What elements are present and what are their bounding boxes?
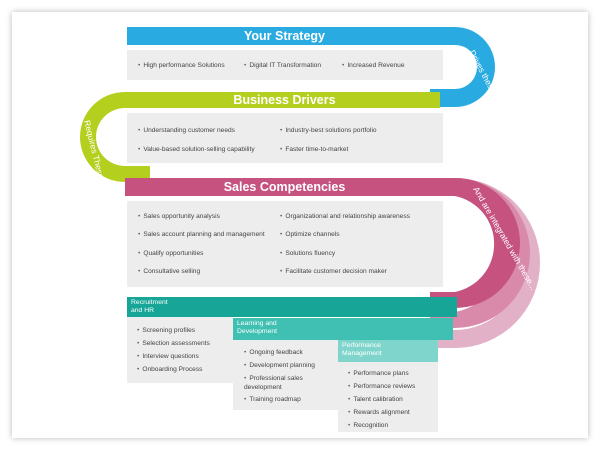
performance-item: •Performance reviews — [348, 383, 416, 390]
strategy-item: •Digital IT Transformation — [244, 62, 322, 69]
learning-item: •Training roadmap — [244, 396, 301, 403]
competencies-item: •Organizational and relationship awarene… — [280, 213, 410, 220]
competencies-item: •Consultative selling — [138, 268, 201, 275]
learning-item: •Ongoing feedback — [244, 349, 303, 356]
competencies-panel — [127, 201, 443, 287]
performance-item: •Recognition — [348, 422, 389, 429]
recruitment-item: •Selection assessments — [137, 340, 210, 347]
learning-item: •Professional sales development — [244, 375, 303, 391]
competencies-item: •Optimize channels — [280, 231, 340, 238]
drivers-panel — [127, 113, 443, 163]
learning-header: Learning and Development — [233, 318, 453, 340]
competencies-item: •Solutions fluency — [280, 250, 336, 257]
competencies-item: •Qualify opportunities — [138, 250, 204, 257]
recruitment-item: •Screening profiles — [137, 327, 196, 334]
competencies-item: •Facilitate customer decision maker — [280, 268, 387, 275]
learning-item: •Development planning — [244, 362, 315, 369]
drivers-title: Business Drivers — [233, 93, 336, 107]
drivers-item: •Value-based solution-selling capability — [138, 146, 255, 153]
competencies-title: Sales Competencies — [223, 180, 346, 194]
recruitment-panel — [127, 317, 233, 383]
learning-panel — [233, 340, 338, 410]
recruitment-header: Recruitment and HR — [127, 297, 457, 317]
strategy-panel — [127, 50, 443, 80]
strategy-item: •High performance Solutions — [138, 62, 225, 69]
performance-item: •Performance plans — [348, 370, 409, 377]
performance-header: Performance Management — [338, 340, 438, 362]
performance-panel — [338, 362, 438, 432]
competencies-band — [125, 178, 520, 308]
competencies-item: •Sales account planning and management — [138, 231, 265, 238]
strategy-title: Your Strategy — [243, 29, 326, 43]
performance-item: •Talent calibration — [348, 396, 403, 403]
competencies-item: •Sales opportunity analysis — [138, 213, 220, 220]
drivers-item: •Faster time-to-market — [280, 146, 349, 153]
recruitment-item: •Onboarding Process — [137, 366, 203, 373]
drivers-band — [80, 92, 440, 182]
performance-item: •Rewards alignment — [348, 409, 410, 416]
recruitment-item: •Interview questions — [137, 353, 199, 360]
drivers-item: •Industry-best solutions portfolio — [280, 127, 377, 134]
strategy-band — [127, 27, 495, 107]
strategy-item: •Increased Revenue — [342, 62, 405, 69]
drivers-item: •Understanding customer needs — [138, 127, 235, 134]
